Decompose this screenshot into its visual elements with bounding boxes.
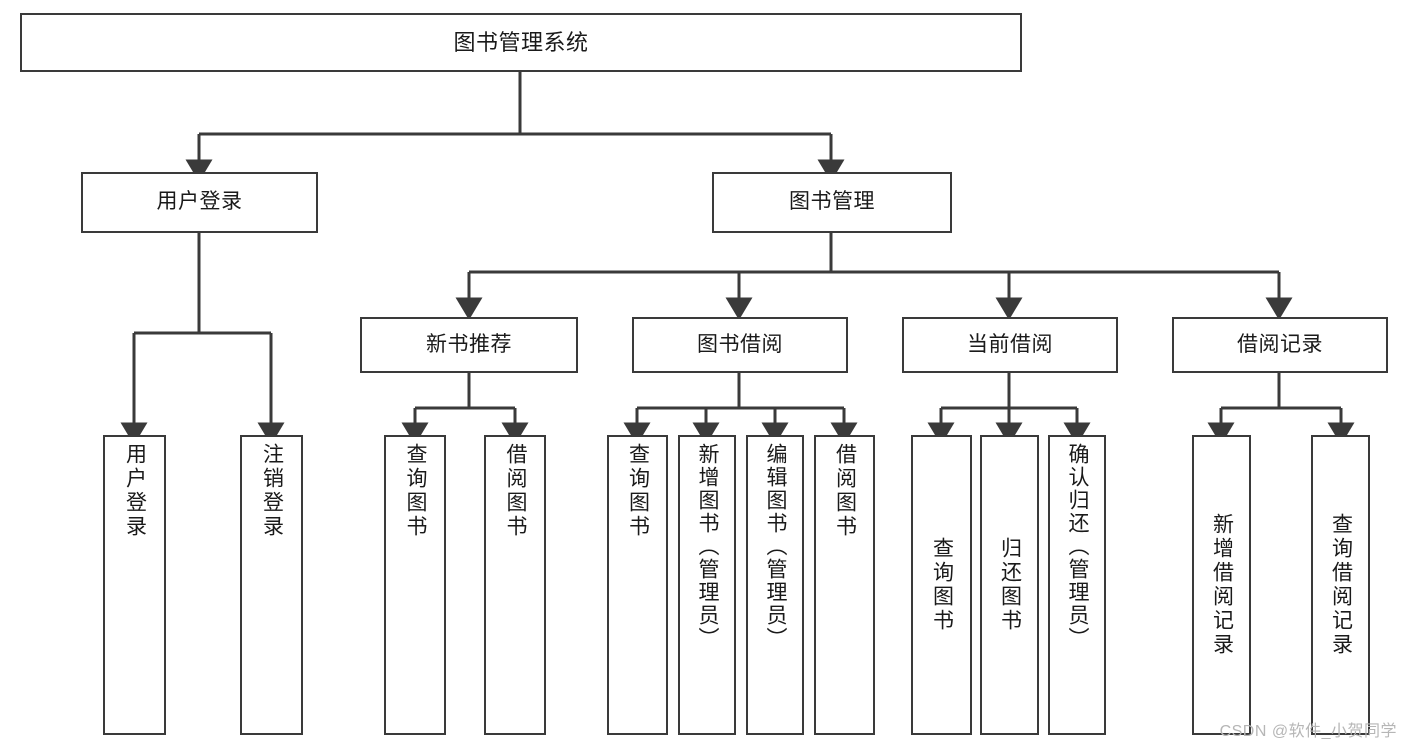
leaf-book-borrow-borrow-books[interactable]: 借阅图书	[814, 435, 875, 735]
node-label: 当前借阅	[967, 332, 1053, 356]
leaf-book-borrow-edit-book-admin[interactable]: 编辑图书（管理员）	[746, 435, 804, 735]
node-label: 新书推荐	[426, 332, 512, 356]
leaf-new-book-query-books[interactable]: 查询图书	[384, 435, 446, 735]
node-label: 借阅图书	[504, 443, 528, 539]
node-label: 图书管理	[789, 190, 875, 214]
node-label: 查询图书	[404, 443, 428, 539]
node-label: 注销登录	[260, 443, 284, 539]
leaf-current-borrow-return-books[interactable]: 归还图书	[980, 435, 1039, 735]
node-label: 归还图书	[998, 537, 1022, 633]
node-root-book-management-system[interactable]: 图书管理系统	[20, 13, 1022, 72]
leaf-user-login-logout[interactable]: 注销登录	[240, 435, 303, 735]
node-borrow-record[interactable]: 借阅记录	[1172, 317, 1388, 373]
node-label: 查询图书	[626, 443, 650, 539]
leaf-user-login-login[interactable]: 用户登录	[103, 435, 166, 735]
node-label: 查询借阅记录	[1329, 513, 1353, 657]
node-label: 图书管理系统	[453, 29, 589, 55]
watermark-text: CSDN @软件_小贺同学	[1219, 723, 1397, 740]
node-book-borrow[interactable]: 图书借阅	[632, 317, 848, 373]
node-label: 借阅图书	[833, 443, 857, 539]
leaf-book-borrow-add-book-admin[interactable]: 新增图书（管理员）	[678, 435, 736, 735]
leaf-book-borrow-query-books[interactable]: 查询图书	[607, 435, 668, 735]
node-user-login[interactable]: 用户登录	[81, 172, 318, 233]
node-label: 编辑图书（管理员）	[764, 443, 788, 650]
node-label: 借阅记录	[1237, 332, 1323, 356]
node-new-book-recommendation[interactable]: 新书推荐	[360, 317, 578, 373]
leaf-borrow-record-query-record[interactable]: 查询借阅记录	[1311, 435, 1370, 735]
node-label: 用户登录	[123, 443, 147, 539]
node-book-management[interactable]: 图书管理	[712, 172, 952, 233]
leaf-current-borrow-confirm-return-admin[interactable]: 确认归还（管理员）	[1048, 435, 1106, 735]
node-label: 查询图书	[930, 537, 954, 633]
node-label: 确认归还（管理员）	[1066, 443, 1090, 650]
node-label: 图书借阅	[697, 332, 783, 356]
node-current-borrow[interactable]: 当前借阅	[902, 317, 1118, 373]
leaf-borrow-record-add-record[interactable]: 新增借阅记录	[1192, 435, 1251, 735]
node-label: 新增借阅记录	[1210, 513, 1234, 657]
leaf-current-borrow-query-books[interactable]: 查询图书	[911, 435, 972, 735]
node-label: 用户登录	[156, 190, 243, 214]
node-label: 新增图书（管理员）	[696, 443, 720, 650]
leaf-new-book-borrow-books[interactable]: 借阅图书	[484, 435, 546, 735]
